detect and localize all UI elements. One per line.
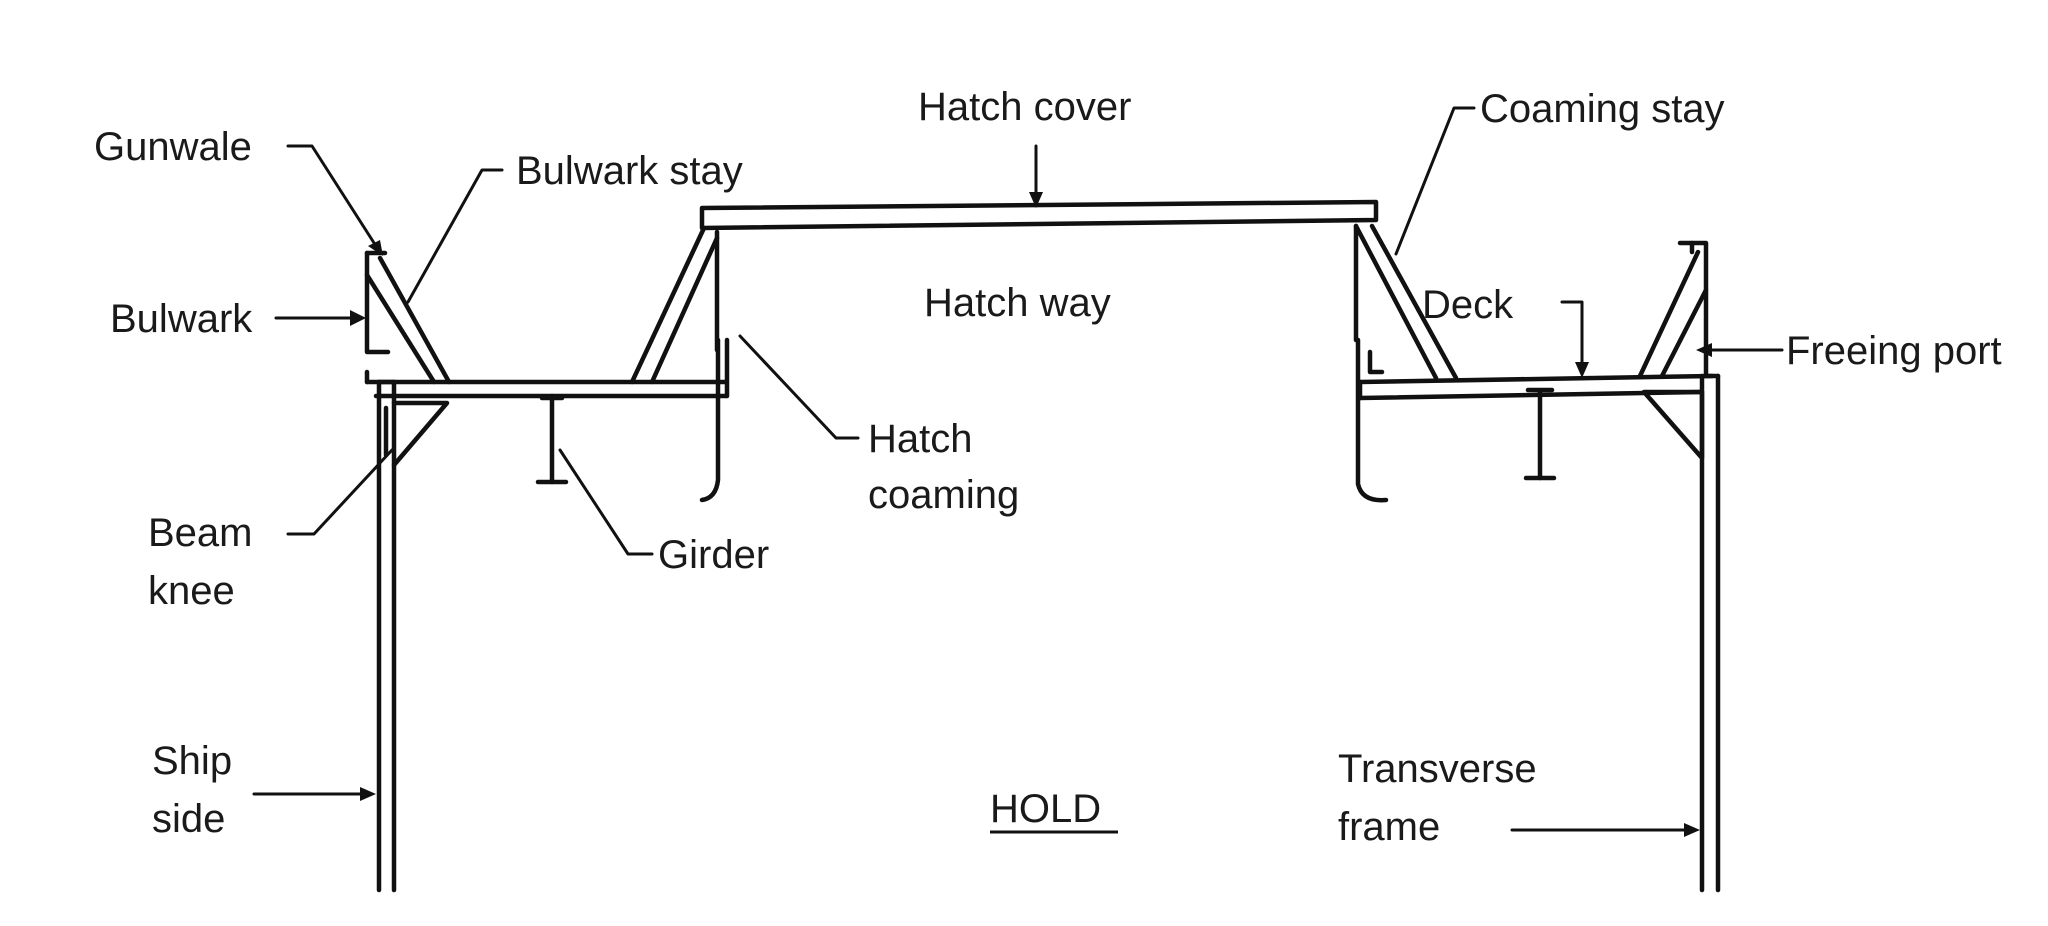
leader-ship-side	[252, 787, 376, 801]
label-hatch-coaming-line1: Hatch	[868, 417, 973, 461]
right-hatch-coaming	[1355, 337, 1389, 503]
label-bulwark: Bulwark	[110, 297, 253, 341]
label-hatch-coaming-line2: coaming	[868, 473, 1019, 517]
left-hatch-coaming	[699, 337, 730, 503]
leader-gunwale	[286, 144, 383, 256]
label-gunwale: Gunwale	[94, 125, 252, 169]
leader-hatch-coaming	[738, 334, 860, 440]
left-beam-knee	[383, 400, 450, 468]
label-freeing-port: Freeing port	[1786, 329, 2002, 373]
left-deck-plate	[364, 369, 729, 399]
leader-hatch-cover	[1029, 144, 1043, 208]
label-hatch-cover: Hatch cover	[918, 85, 1131, 129]
hatch-cover-plate	[699, 199, 1379, 231]
label-hatch-way: Hatch way	[924, 281, 1111, 325]
left-girder	[535, 393, 569, 485]
right-bulwark-stay	[1637, 249, 1709, 379]
leader-beam-knee	[286, 448, 394, 536]
leader-bulwark	[274, 310, 366, 326]
right-coaming-stay	[1353, 223, 1459, 381]
left-ship-side-shell	[376, 379, 397, 893]
label-ship-side-line2: side	[152, 797, 225, 841]
label-deck: Deck	[1422, 283, 1514, 327]
label-transverse-frame-line2: frame	[1338, 805, 1440, 849]
leader-coaming-stay	[1394, 106, 1476, 256]
leader-deck	[1560, 300, 1589, 378]
left-bulwark-stay	[364, 255, 452, 385]
leader-freeing-port	[1696, 343, 1784, 357]
label-beam-knee-line1: Beam	[148, 511, 253, 555]
leader-bulwark-stay	[406, 168, 504, 304]
right-bulwark	[1677, 240, 1709, 379]
label-girder: Girder	[658, 533, 769, 577]
right-beam-knee	[1641, 389, 1705, 461]
right-deck-plate	[1357, 373, 1715, 401]
label-coaming-stay: Coaming stay	[1480, 87, 1725, 131]
label-transverse-frame-line1: Transverse	[1338, 747, 1537, 791]
leader-girder	[558, 448, 654, 556]
left-coaming-stay	[629, 225, 720, 385]
label-hold: HOLD	[990, 787, 1101, 831]
right-ship-side-shell	[1699, 373, 1721, 893]
leader-transverse-frame	[1510, 823, 1700, 837]
right-girder	[1523, 387, 1557, 481]
label-beam-knee-line2: knee	[148, 569, 235, 613]
label-ship-side-line1: Ship	[152, 739, 232, 783]
label-bulwark-stay: Bulwark stay	[516, 149, 743, 193]
